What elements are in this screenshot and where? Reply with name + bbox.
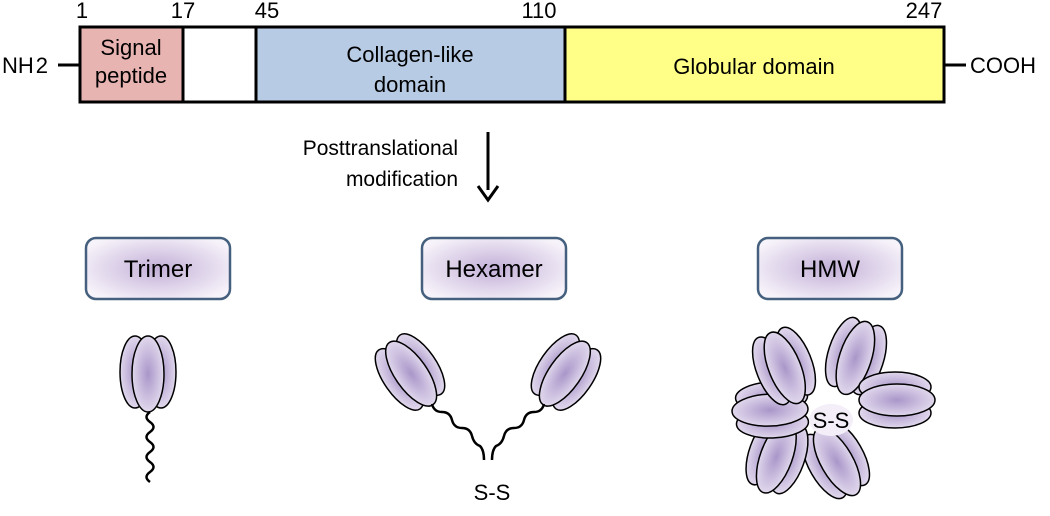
hexamer-label: Hexamer [445, 256, 542, 283]
hmw-illustration: S-S [730, 312, 936, 510]
globular-domain [563, 25, 946, 104]
n-terminus-text: NH [2, 53, 34, 78]
trimer-collagen-tail [145, 410, 155, 484]
protein-domain-bar: Signal peptide Collagen-like domain Glob… [2, 0, 1036, 104]
hexamer-pill: Hexamer [420, 236, 568, 301]
position-17-label: 17 [171, 0, 195, 23]
n-terminus-label: NH2 [2, 53, 48, 78]
hmw-disulfide-bond-label: S-S [813, 408, 850, 433]
down-arrow-icon [476, 185, 500, 203]
hexamer-pill-box [420, 236, 568, 301]
hmw-label: HMW [800, 256, 860, 283]
hmw-head-6 [858, 371, 936, 429]
c-terminus-label: COOH [970, 53, 1036, 78]
process-label-line2: modification [346, 168, 458, 191]
collagen-like-domain [254, 25, 567, 104]
collagen-domain-label-line2: domain [374, 72, 446, 97]
trimer-label: Trimer [124, 256, 192, 283]
variable-region-domain [181, 25, 258, 104]
globular-domain-label: Globular domain [673, 54, 834, 79]
hmw-core [809, 404, 853, 436]
trimer-illustration [119, 335, 177, 484]
hexamer-tail-right [490, 403, 546, 461]
hexamer-illustration: S-S [365, 325, 611, 505]
posttranslational-modification-step: Posttranslational modification [303, 132, 500, 203]
trimer-pill: Trimer [84, 236, 232, 301]
position-1-label: 1 [76, 0, 88, 23]
n-terminus-subscript: 2 [36, 53, 48, 78]
signal-peptide-label-line2: peptide [95, 63, 167, 88]
hexamer-head-right [519, 325, 611, 422]
trimer-head [119, 335, 177, 413]
hexamer-head-left [365, 325, 457, 422]
position-45-label: 45 [255, 0, 279, 23]
hexamer-tail-left [430, 403, 486, 461]
hmw-pill: HMW [756, 236, 904, 301]
position-110-label: 110 [521, 0, 556, 23]
signal-peptide-label-line1: Signal [100, 35, 161, 60]
hexamer-disulfide-bond-label: S-S [474, 480, 511, 505]
process-label-line1: Posttranslational [303, 137, 458, 160]
collagen-domain-label-line1: Collagen-like [346, 42, 473, 67]
hmw-pill-box [756, 236, 904, 301]
trimer-pill-box [84, 236, 232, 301]
position-247-label: 247 [906, 0, 943, 23]
